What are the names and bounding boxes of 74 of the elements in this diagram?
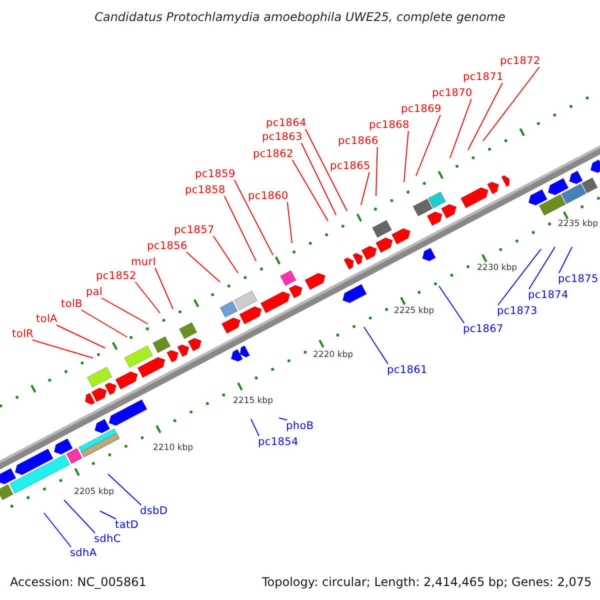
gene-label: tolB [61,298,82,310]
title: Candidatus Protochlamydia amoebophila UWE25, complete genome [94,10,506,24]
gene-label: pc1856 [147,240,188,252]
accession-text: Accession: NC_005861 [10,575,146,589]
leader-line [108,474,142,506]
leader-line [250,418,260,436]
gene-label: pc1862 [253,148,294,160]
leader-line [154,268,174,310]
leader-line [376,146,378,196]
scale-label: 2210 kbp [153,443,194,453]
leader-line [101,298,148,324]
gene-label: murI [131,256,156,268]
scale-label: 2230 kbp [477,263,518,273]
leader-line [44,512,72,548]
leader-line [416,114,441,176]
leader-line [80,310,128,338]
genome-summary-text: Topology: circular; Length: 2,414,465 bp; Genes: 2,075 [262,575,592,589]
leader-line [404,130,409,182]
leader-line [64,500,96,534]
gene-label: pc1861 [387,364,428,376]
leader-line [498,248,542,306]
leader-line [364,326,388,364]
leader-line [100,510,116,520]
gene-label: pc1857 [174,224,214,236]
gene-label: pc1863 [262,131,302,143]
gene-label: pc1873 [497,305,538,317]
leader-line [528,246,556,290]
leader-line [278,418,288,420]
leader-line [558,246,572,274]
gene-label: tatD [115,519,139,531]
gene-label: phoB [286,420,314,432]
gene-label: pc1866 [338,135,378,147]
leader-line [186,252,220,282]
gene-label: dsbD [140,505,168,517]
leader-line [224,196,256,262]
gene-label: pc1854 [258,436,298,448]
gene-label: pc1852 [96,270,136,282]
leader-line [450,98,472,158]
leader-line [360,172,370,206]
gene-label: pc1868 [369,119,410,131]
leader-line [134,282,160,314]
gene-label: sdhA [70,547,97,559]
leader-line [286,202,292,244]
scale-label: 2235 kbp [558,219,598,229]
leader-line [56,324,106,348]
leader-line [32,340,94,358]
scale-label: 2225 kbp [394,306,434,316]
gene-label: pc1867 [463,323,504,335]
gene-label: sdhC [94,533,121,545]
leader-line [482,66,540,142]
gene-label: pc1865 [330,160,370,172]
gene-label: tolA [36,313,58,325]
leader-line [438,286,464,324]
gene-label: pc1874 [528,289,568,301]
leader-line [300,142,336,216]
gene-label: pc1872 [500,55,540,67]
leader-line [212,236,238,274]
gene-label: pc1869 [401,103,442,115]
gene-label: pc1870 [432,87,472,99]
leader-line [304,128,348,212]
gene-label: tolR [12,328,34,340]
gene-label: pc1860 [248,190,288,202]
gene-label: pc1864 [266,117,306,129]
scale-label: 2215 kbp [233,396,274,406]
gene-label: pc1859 [195,168,236,180]
scale-label: 2205 kbp [74,487,114,497]
gene-label: pc1875 [558,273,598,285]
gene-label: pal [86,286,103,298]
leader-line [468,82,503,150]
leader-line [234,180,274,256]
scale-label: 2220 kbp [313,350,354,360]
leader-line [292,160,328,222]
gene-label: pc1858 [185,184,226,196]
gene-label: pc1871 [463,71,504,83]
